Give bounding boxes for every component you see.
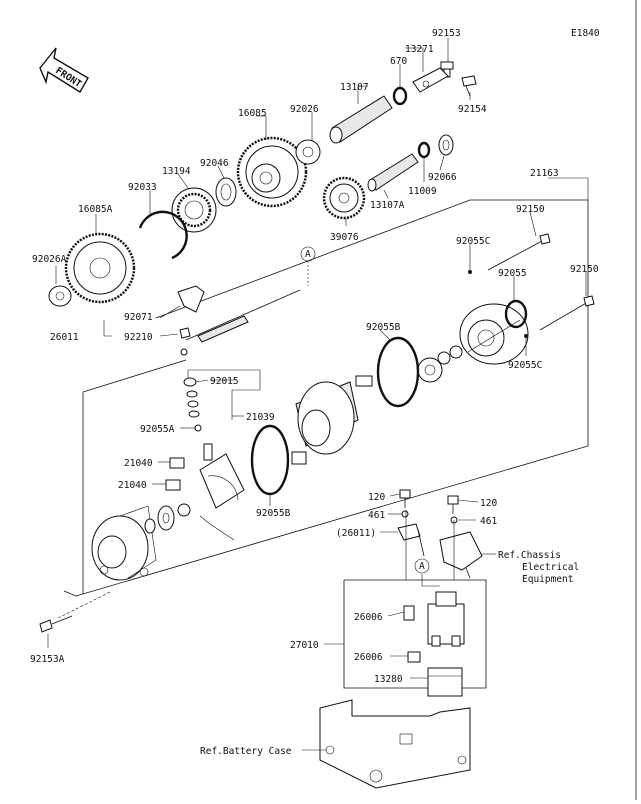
label-92046: 92046 <box>200 158 229 169</box>
label-27010: 27010 <box>290 640 319 651</box>
label-92055A: 92055A <box>140 424 175 435</box>
diagram-code: E1840 <box>571 28 600 39</box>
label-92153A: 92153A <box>30 654 65 665</box>
label-670: 670 <box>390 56 407 67</box>
label-39076: 39076 <box>330 232 359 243</box>
label-ref-battery-case: Ref.Battery Case <box>200 746 292 757</box>
label-92055B-a: 92055B <box>366 322 401 333</box>
part-21040-brush-b <box>165 479 181 491</box>
part-front-cover <box>91 505 157 581</box>
part-26011-ref-terminal <box>397 523 425 557</box>
part-92066-bearing <box>438 134 454 156</box>
label-26006-a: 26006 <box>354 612 383 623</box>
label-13271: 13271 <box>405 44 434 55</box>
part-13271-plate <box>412 67 449 93</box>
label-120-b: 120 <box>480 498 497 509</box>
label-ref-chassis-1: Ref.Chassis <box>498 550 561 561</box>
label-461-a: 461 <box>368 510 385 521</box>
part-92071-boot <box>177 285 205 313</box>
battery-case-ref <box>319 699 471 789</box>
part-26011-rod <box>185 289 301 343</box>
part-92210-nut <box>179 327 191 339</box>
part-92055-oring <box>504 299 528 329</box>
label-21040-b: 21040 <box>118 480 147 491</box>
label-92150-a: 92150 <box>516 204 545 215</box>
part-13194-clutch <box>171 187 217 233</box>
part-labels: 92153 13271 670 13107 92154 16085 92026 … <box>30 28 599 757</box>
part-92026A-washer <box>48 285 72 307</box>
part-bearing-set <box>417 345 463 383</box>
label-92015: 92015 <box>210 376 239 387</box>
part-39076-gear <box>322 176 366 220</box>
label-92026A: 92026A <box>32 254 67 265</box>
label-92150-b: 92150 <box>570 264 599 275</box>
label-92055B-b: 92055B <box>256 508 291 519</box>
part-16085-gear <box>236 136 308 208</box>
label-92055C-b: 92055C <box>508 360 542 371</box>
label-92026: 92026 <box>290 104 319 115</box>
label-13194: 13194 <box>162 166 191 177</box>
label-92153: 92153 <box>432 28 461 39</box>
part-92150-bolt-b <box>539 301 589 331</box>
part-relay-cover <box>439 531 483 579</box>
label-26011: 26011 <box>50 332 79 343</box>
callout-a-bottom <box>414 558 430 574</box>
label-92055C-a: 92055C <box>456 236 490 247</box>
label-461-b: 461 <box>480 516 497 527</box>
part-11009-gasket <box>417 141 431 159</box>
part-yoke <box>291 375 373 465</box>
label-21040-a: 21040 <box>124 458 153 469</box>
label-13107A: 13107A <box>370 200 405 211</box>
label-ref-chassis-2: Electrical <box>522 562 579 573</box>
part-92033-circlip <box>138 210 188 260</box>
part-92046-bearing <box>215 177 237 207</box>
assembly-frame <box>63 199 589 597</box>
part-13280-holder <box>427 667 463 697</box>
label-92071: 92071 <box>124 312 153 323</box>
part-26006-fuse-a <box>403 605 415 621</box>
front-arrow-icon: FRONT <box>39 47 89 93</box>
part-92026-washer <box>295 139 321 165</box>
label-120-a: 120 <box>368 492 385 503</box>
label-11009: 11009 <box>408 186 437 197</box>
label-21163: 21163 <box>530 168 559 179</box>
label-92210: 92210 <box>124 332 153 343</box>
part-92153A-bolt <box>39 615 73 633</box>
label-13280: 13280 <box>374 674 403 685</box>
callout-a-top-label: A <box>305 249 311 260</box>
part-21163-cover <box>459 303 529 365</box>
label-92066: 92066 <box>428 172 457 183</box>
label-ref-chassis-3: Equipment <box>522 574 573 585</box>
part-13107-shaft <box>329 95 393 144</box>
leader-lines <box>47 38 589 751</box>
part-16085A-gear <box>64 232 136 304</box>
label-13107: 13107 <box>340 82 369 93</box>
part-92154-bolt <box>461 75 477 97</box>
label-26011-ref: (26011) <box>336 528 376 539</box>
part-front-bearing <box>144 503 191 534</box>
label-16085A: 16085A <box>78 204 113 215</box>
label-92154: 92154 <box>458 104 487 115</box>
label-26006-b: 26006 <box>354 652 383 663</box>
label-92033: 92033 <box>128 182 157 193</box>
part-26006-fuse-b <box>407 651 421 663</box>
label-21039: 21039 <box>246 412 275 423</box>
part-13107A-shaft <box>367 153 419 192</box>
callout-a-bottom-label: A <box>419 561 425 572</box>
label-92055: 92055 <box>498 268 527 279</box>
relay-box-frame <box>343 579 487 689</box>
part-92150-bolt-a <box>487 239 545 271</box>
part-27010-relay <box>427 591 465 647</box>
part-92055B-oring-a <box>376 336 420 408</box>
label-16085: 16085 <box>238 108 267 119</box>
part-461-washer-a <box>401 510 409 518</box>
part-21039-brush-holder <box>199 443 245 509</box>
part-21040-brush-a <box>169 457 185 469</box>
